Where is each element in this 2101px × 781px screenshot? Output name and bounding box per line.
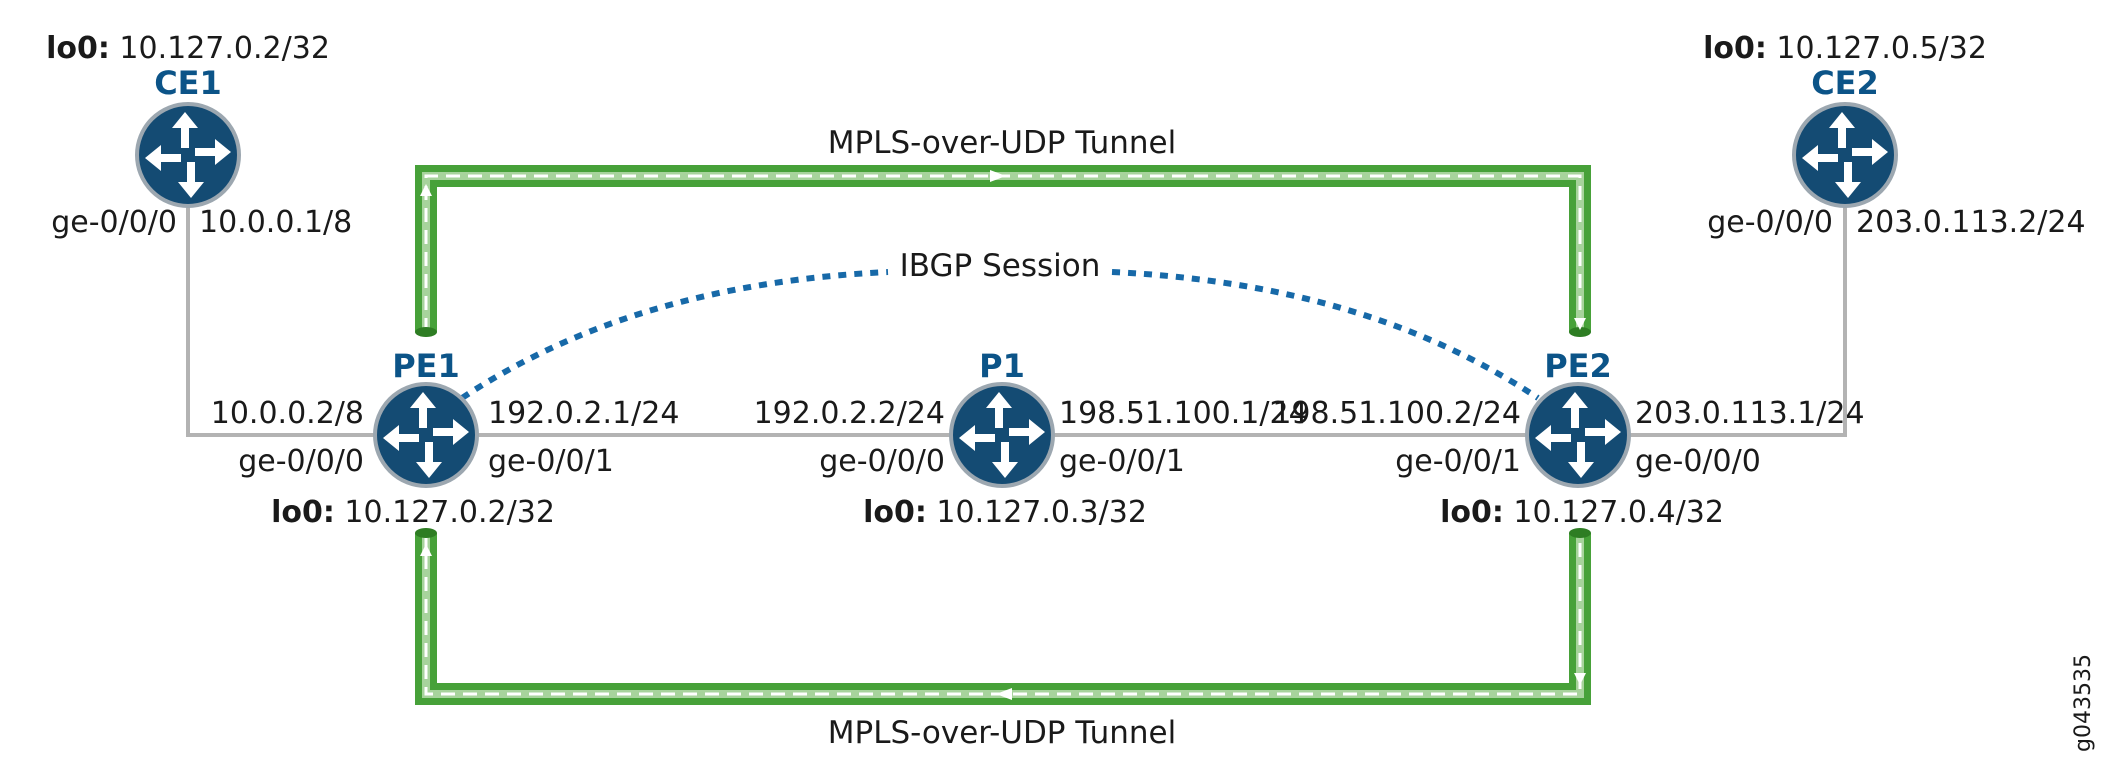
ce1-router-icon xyxy=(135,102,241,208)
ibgp-session-curve-left xyxy=(460,269,889,401)
tunnel-bottom-arrow-up xyxy=(420,544,432,556)
ce2-router-icon xyxy=(1792,102,1898,208)
pe2-interface-left: ge-0/0/1 xyxy=(1395,444,1521,479)
tunnel-bottom-arrow-down xyxy=(1574,673,1586,685)
p1-address-left: 192.0.2.2/24 xyxy=(754,396,945,431)
ce2-address: 203.0.113.2/24 xyxy=(1856,205,2086,240)
ce1-interface: ge-0/0/0 xyxy=(51,205,177,240)
p1-interface-left: ge-0/0/0 xyxy=(819,444,945,479)
pe1-name: PE1 xyxy=(392,347,460,385)
physical-links xyxy=(186,200,1847,437)
pe1-address-right: 192.0.2.1/24 xyxy=(488,396,679,431)
tunnel-top-arrow-up xyxy=(420,184,432,196)
pe2-loopback: lo0: 10.127.0.4/32 xyxy=(1440,495,1724,530)
ce2-interface: ge-0/0/0 xyxy=(1707,205,1833,240)
router-p1: P1 192.0.2.2/24 ge-0/0/0 198.51.100.1/24… xyxy=(754,347,1308,530)
pe2-router-icon xyxy=(1525,382,1631,488)
pe1-address-left: 10.0.0.2/8 xyxy=(211,396,364,431)
router-pe1: PE1 10.0.0.2/8 ge-0/0/0 192.0.2.1/24 ge-… xyxy=(211,347,680,530)
tunnel-bottom-arrow-left xyxy=(996,688,1012,700)
ibgp-session-curve-right xyxy=(1111,269,1540,401)
ibgp-session-label: IBGP Session xyxy=(900,248,1101,284)
router-ce1: lo0: 10.127.0.2/32 CE1 ge-0/0/0 10.0.0.1… xyxy=(46,31,352,240)
pe2-address-right: 203.0.113.1/24 xyxy=(1635,396,1865,431)
ce1-address: 10.0.0.1/8 xyxy=(199,205,352,240)
pe2-name: PE2 xyxy=(1544,347,1612,385)
ce1-name: CE1 xyxy=(154,64,222,102)
pe1-loopback: lo0: 10.127.0.2/32 xyxy=(271,495,555,530)
tunnel-bottom xyxy=(415,528,1591,705)
pe2-interface-right: ge-0/0/0 xyxy=(1635,444,1761,479)
tunnel-bottom-label: MPLS-over-UDP Tunnel xyxy=(828,715,1176,751)
tunnel-top-arrow-right xyxy=(990,170,1006,182)
ce2-name: CE2 xyxy=(1811,64,1879,102)
p1-name: P1 xyxy=(979,347,1025,385)
p1-address-right: 198.51.100.1/24 xyxy=(1059,396,1308,431)
p1-interface-right: ge-0/0/1 xyxy=(1059,444,1185,479)
router-ce2: lo0: 10.127.0.5/32 CE2 ge-0/0/0 203.0.11… xyxy=(1703,31,2086,240)
pe1-interface-left: ge-0/0/0 xyxy=(238,444,364,479)
pe1-router-icon xyxy=(373,382,479,488)
tunnel-top xyxy=(415,165,1591,337)
ce2-loopback: lo0: 10.127.0.5/32 xyxy=(1703,31,1987,66)
pe1-interface-right: ge-0/0/1 xyxy=(488,444,614,479)
tunnel-top-label: MPLS-over-UDP Tunnel xyxy=(828,125,1176,161)
figure-id: g043535 xyxy=(2071,654,2096,752)
p1-router-icon xyxy=(949,382,1055,488)
router-pe2: PE2 198.51.100.2/24 ge-0/0/1 203.0.113.1… xyxy=(1272,347,1864,530)
ce1-loopback: lo0: 10.127.0.2/32 xyxy=(46,31,330,66)
link-pe2-ce2 xyxy=(1578,200,1847,437)
p1-loopback: lo0: 10.127.0.3/32 xyxy=(863,495,1147,530)
tunnel-top-arrow-down xyxy=(1574,318,1586,330)
pe2-address-left: 198.51.100.2/24 xyxy=(1272,396,1521,431)
link-ce1-pe1 xyxy=(186,200,400,437)
